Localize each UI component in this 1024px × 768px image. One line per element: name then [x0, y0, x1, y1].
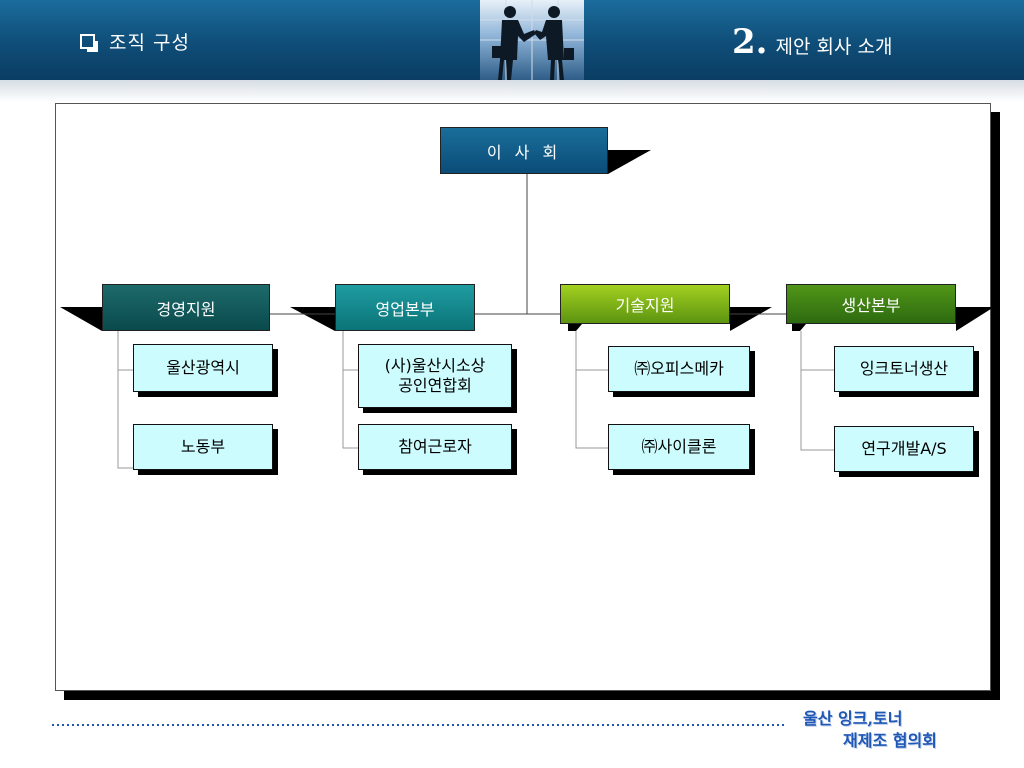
chapter-heading: 2. 제안 회사 소개 — [732, 22, 892, 62]
unit-office-mecca: ㈜오피스메카 — [608, 346, 750, 392]
section-title-text: 조직 구성 — [109, 32, 190, 54]
chapter-number: 2. — [732, 22, 768, 62]
section-title: 조직 구성 — [80, 28, 190, 55]
tab-step-production — [792, 324, 806, 331]
header-shadow — [0, 80, 1024, 102]
board-box-tab — [608, 150, 651, 174]
division-technical-support: 기술지원 — [560, 284, 730, 324]
tab-step-technical — [568, 324, 582, 331]
board-of-directors-box: 이 사 회 — [440, 127, 608, 174]
unit-ulsan-metropolitan-city: 울산광역시 — [133, 344, 273, 392]
division-management-support: 경영지원 — [102, 284, 270, 331]
unit-ministry-of-labor: 노동부 — [133, 424, 273, 470]
tab-production — [956, 307, 994, 331]
footer-line-2: 재제조 협의회 — [843, 731, 937, 750]
tab-sales — [290, 307, 335, 331]
unit-rnd-as: 연구개발A/S — [834, 426, 974, 472]
tab-technical — [730, 307, 772, 331]
chapter-title: 제안 회사 소개 — [775, 36, 893, 58]
square-bullet-icon — [80, 34, 98, 52]
footer-organization-name: 울산 잉크,토너 재제조 협의회 — [803, 708, 973, 752]
division-production: 생산본부 — [786, 284, 956, 324]
footer-line-1: 울산 잉크,토너 — [803, 709, 903, 728]
unit-participating-workers: 참여근로자 — [358, 424, 512, 470]
handshake-photo — [480, 0, 584, 80]
unit-small-business-association: (사)울산시소상 공인연합회 — [358, 344, 512, 408]
unit-ink-toner-production: 잉크토너생산 — [834, 346, 974, 392]
org-chart-frame — [55, 103, 991, 691]
unit-cyclone: ㈜사이클론 — [608, 424, 750, 470]
tab-management — [60, 307, 102, 331]
division-sales: 영업본부 — [335, 284, 475, 331]
footer-dotted-rule — [52, 724, 784, 726]
handshake-icon — [480, 0, 584, 80]
